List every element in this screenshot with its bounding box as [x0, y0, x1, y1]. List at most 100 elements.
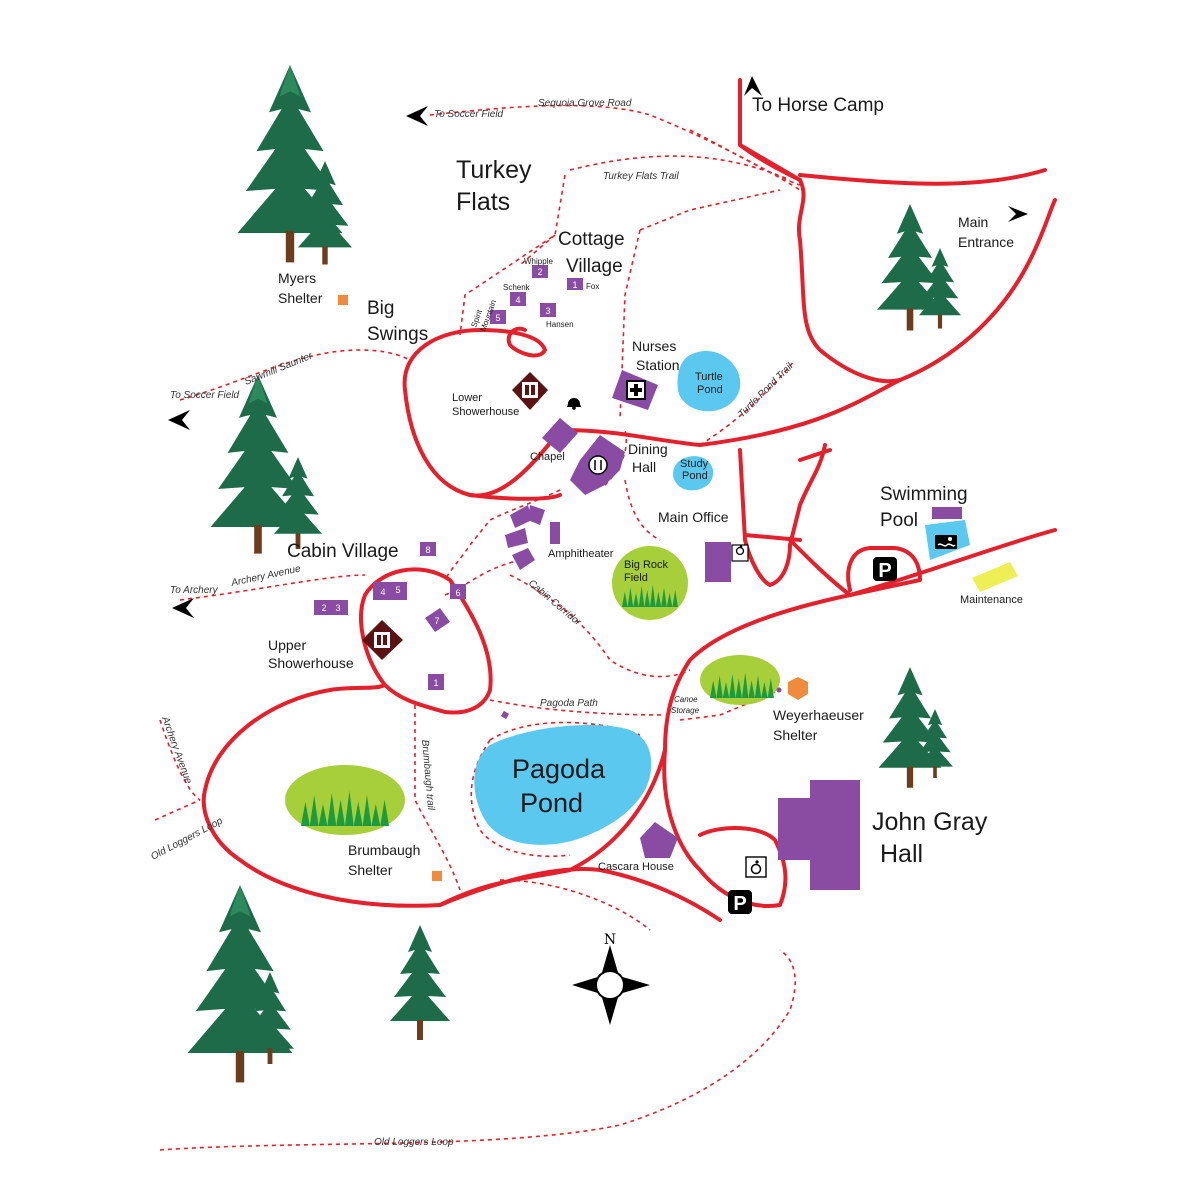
tree-icon	[237, 65, 352, 265]
restroom-icon	[512, 372, 548, 410]
lower-showerhouse-label-2: Showerhouse	[452, 406, 519, 418]
chapel-building	[542, 418, 578, 453]
turkey-flats-label: Turkey	[456, 156, 532, 184]
cascara-house-building	[640, 822, 678, 858]
nurses-station-label: Nurses	[632, 338, 676, 354]
nurses-station-label-2: Station	[636, 357, 680, 373]
big-swings-label-2: Swings	[367, 324, 428, 345]
dining-hall-label-2: Hall	[632, 459, 656, 475]
main-entrance-label: Main	[958, 214, 988, 230]
john-gray-hall-label: John Gray	[872, 808, 988, 836]
brumbaugh-trail-label: Brumbaugh trail	[419, 739, 436, 811]
pagoda-pond	[474, 725, 652, 845]
svg-text:5: 5	[495, 313, 500, 323]
roads	[201, 78, 1057, 922]
old-loggers-loop-left-label: Old Loggers Loop	[149, 815, 225, 862]
main-office-building	[705, 542, 731, 582]
turkey-flats-trail-label: Turkey Flats Trail	[603, 171, 680, 182]
weyerhaeuser-shelter-marker	[788, 677, 808, 700]
upper-showerhouse-label-2: Showerhouse	[268, 655, 354, 671]
parking-icon: P	[873, 557, 897, 582]
amphitheater-seat	[512, 548, 535, 570]
tree-icon	[877, 204, 961, 331]
canoe-storage-marker	[776, 687, 782, 693]
cascara-house-label: Cascara House	[598, 861, 674, 873]
tree-icon	[210, 375, 322, 554]
svg-text:3: 3	[545, 306, 550, 316]
dining-hall-label: Dining	[628, 441, 668, 457]
first-aid-icon	[626, 380, 646, 400]
cabin-units: 8 6 4 5 2 3 7 1	[314, 542, 466, 690]
sawmill-saunter-label: Sawmill Saunter	[243, 350, 315, 388]
maintenance-label: Maintenance	[960, 594, 1023, 606]
tree-icon	[878, 667, 953, 788]
lower-showerhouse-label: Lower	[452, 392, 482, 404]
weyerhaeuser-shelter-label-2: Shelter	[773, 727, 818, 743]
amphitheater-stage	[550, 522, 560, 544]
svg-text:5: 5	[395, 585, 400, 595]
pagoda-pond-label-2: Pond	[520, 788, 583, 818]
svg-text:6: 6	[455, 588, 460, 598]
archery-avenue-label: Archery Avenue	[229, 563, 302, 589]
chapel-label: Chapel	[530, 451, 565, 463]
bell-icon	[567, 398, 581, 410]
turtle-pond-trail-label: Turtle Pond Trail	[736, 361, 796, 421]
direction-arrow-icon	[168, 410, 190, 430]
big-rock-field-label: Big Rock	[624, 559, 669, 571]
john-gray-hall-building	[778, 780, 860, 890]
trails	[154, 104, 801, 1151]
study-pond	[673, 456, 714, 491]
upper-showerhouse-label: Upper	[268, 637, 306, 653]
turkey-flats-label-2: Flats	[456, 188, 510, 216]
myers-shelter-label-2: Shelter	[278, 290, 323, 306]
pagoda-path-label: Pagoda Path	[540, 698, 598, 709]
myers-shelter-marker	[338, 295, 348, 305]
weyerhaeuser-shelter-label: Weyerhaeuser	[773, 707, 864, 723]
parking-icon: P	[728, 890, 752, 915]
swimming-icon	[935, 535, 957, 549]
main-office-label: Main Office	[658, 509, 729, 525]
canoe-storage-label: Canoe	[674, 695, 698, 704]
big-swings-label: Big	[367, 298, 394, 319]
study-pond-label: Study	[680, 458, 709, 470]
fox-label: Fox	[586, 282, 599, 291]
amphitheater-seat	[528, 505, 545, 525]
canoe-storage-label-2: Storage	[671, 706, 700, 715]
whipple-label: Whipple	[524, 257, 553, 266]
to-archery-label: To Archery	[170, 585, 219, 596]
svg-text:4: 4	[515, 295, 520, 305]
restroom-icon	[362, 620, 403, 660]
svg-text:P: P	[878, 560, 891, 582]
svg-text:2: 2	[321, 603, 326, 613]
swimming-pool-label-2: Pool	[880, 510, 918, 531]
big-rock-field-label-2: Field	[624, 572, 648, 584]
cottage-village-label-2: Village	[566, 256, 623, 277]
north-arrow-icon: N	[572, 932, 650, 1025]
svg-text:4: 4	[380, 587, 385, 597]
amphitheater-seat	[505, 528, 528, 548]
brumbaugh-shelter-label-2: Shelter	[348, 862, 393, 878]
direction-arrow-icon	[172, 598, 194, 618]
turtle-pond-label: Turtle	[695, 371, 723, 383]
svg-text:7: 7	[434, 616, 439, 626]
archery-avenue-vertical-label: Archery Avenue	[159, 714, 194, 785]
john-gray-hall-label-2: Hall	[880, 840, 923, 868]
tree-icon	[390, 925, 450, 1040]
maintenance-building	[972, 562, 1018, 592]
svg-text:1: 1	[433, 678, 438, 688]
svg-text:N: N	[604, 932, 616, 948]
to-soccer-field-top-label: To Soccer Field	[434, 109, 504, 120]
schenk-label: Schenk	[503, 283, 531, 292]
svg-text:1: 1	[572, 280, 577, 290]
cottage-village-label: Cottage	[558, 229, 625, 250]
to-soccer-field-left-label: To Soccer Field	[170, 390, 240, 401]
swimming-pool-label: Swimming	[880, 484, 968, 505]
brumbaugh-shelter-marker	[432, 871, 442, 881]
direction-arrow-icon	[1008, 206, 1028, 222]
turtle-pond	[677, 351, 741, 412]
myers-shelter-label: Myers	[278, 270, 316, 286]
tree-icon	[187, 885, 294, 1083]
to-horse-camp-label: To Horse Camp	[752, 95, 884, 116]
sequoia-grove-road-label: Sequoia Grove Road	[538, 98, 632, 109]
